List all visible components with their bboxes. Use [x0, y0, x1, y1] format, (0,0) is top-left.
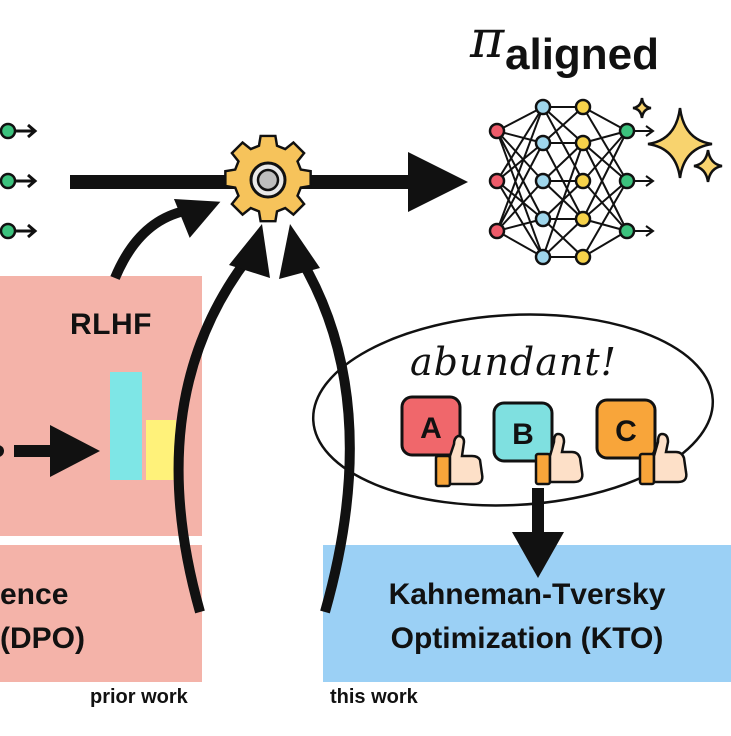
kto-curve-arrow	[279, 224, 355, 614]
dpo-curve-arrow	[173, 224, 270, 614]
gear-icon	[224, 134, 312, 223]
rlhf-input-arrow	[0, 425, 100, 477]
policy-subscript: aligned	[505, 30, 660, 79]
neural-network-icon	[488, 98, 655, 266]
rlhf-curve-arrow	[110, 198, 221, 280]
thumbs-down-icon	[434, 434, 484, 488]
prior-work-caption: prior work	[90, 686, 188, 708]
sparkle-icon	[632, 97, 723, 183]
kto-down-arrow	[512, 488, 564, 578]
tile-a-icon: A	[400, 395, 462, 457]
this-work-caption: this work	[330, 686, 418, 708]
thumbs-up-icon	[534, 432, 584, 486]
svg-text:A: A	[420, 412, 442, 445]
policy-symbol: π	[470, 10, 505, 70]
rlhf-label: RLHF	[70, 308, 152, 341]
dpo-panel	[0, 545, 202, 682]
input-arrows-icon	[0, 122, 38, 240]
abundant-label: abundant!	[410, 340, 617, 384]
dpo-label-line2: (DPO)	[0, 622, 85, 655]
kto-label-line1: Kahneman-Tversky	[388, 578, 666, 611]
svg-text:B: B	[512, 418, 534, 451]
tile-b-icon: B	[492, 401, 554, 463]
rlhf-panel	[0, 276, 202, 536]
tile-c-icon: C	[595, 398, 657, 460]
thumbs-up-icon	[638, 432, 688, 486]
reward-bars-icon	[110, 372, 176, 480]
dpo-label-line1: ence	[0, 578, 69, 611]
kto-panel	[323, 545, 731, 682]
svg-text:C: C	[615, 415, 637, 448]
abundant-ellipse	[311, 313, 715, 507]
kto-label-line2: Optimization (KTO)	[390, 622, 664, 655]
